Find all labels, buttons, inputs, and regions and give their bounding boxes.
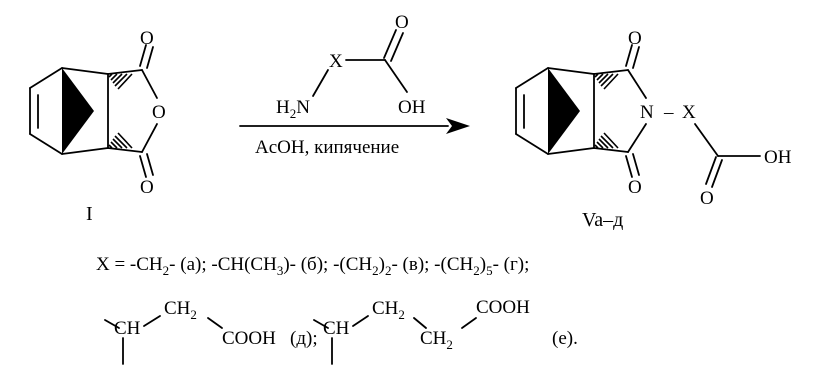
imide-x-c-bond <box>694 123 719 157</box>
option-d-ch2: CH2 <box>164 298 197 322</box>
subst-part-2: - (а); -CH(CH <box>169 254 277 275</box>
option-d-left-tick <box>104 319 120 329</box>
anhydride-carbonyl-oxygen-bottom: O <box>140 177 154 198</box>
imide-acid-carbonyl-a <box>705 156 717 185</box>
subst-sub-4: 2 <box>385 263 392 278</box>
subst-part-3: )- (б); -(CH <box>283 254 372 275</box>
anhydride-hashed-bonds <box>108 73 133 149</box>
imide-carbonyl-oxygen-top: O <box>628 28 642 49</box>
reagent-hydroxyl: OH <box>398 97 426 118</box>
option-e-ch2-a-subscript: 2 <box>398 307 405 322</box>
subst-part-4: ) <box>379 254 385 275</box>
option-d-tag: (д); <box>290 328 318 349</box>
option-d-ch: CH <box>114 318 141 339</box>
option-e-ch-ch2-bond <box>352 315 369 327</box>
anhydride-structure: O O O I <box>29 28 166 225</box>
subst-sub-1: 2 <box>163 263 170 278</box>
imide-compound-label: Va–д <box>582 209 623 231</box>
option-d-ch2-subscript: 2 <box>190 307 197 322</box>
imide-x-label: X <box>682 102 696 123</box>
substituent-option-e: CH CH2 CH2 COOH (е). <box>313 297 578 365</box>
option-e-ch2-b-subscript: 2 <box>446 337 453 352</box>
reagent-carbonyl-bond-a <box>383 29 397 59</box>
imide-acid-carbonyl-b <box>711 159 723 188</box>
option-d-ch-ch2-bond <box>143 315 161 327</box>
option-e-ch2-a-text: CH <box>372 298 399 319</box>
substituent-definitions: X = -CH2- (а); -CH(CH3)- (б); -(CH2)2- (… <box>96 254 529 278</box>
anhydride-bridge-wedge <box>62 68 94 154</box>
option-e-cooh: COOH <box>476 297 530 318</box>
subst-part-7: - (г); <box>493 254 530 275</box>
option-e-ch2-a: CH2 <box>372 298 405 322</box>
reaction-arrow <box>239 118 470 134</box>
subst-sub-3: 2 <box>372 263 379 278</box>
reagent-c-oh-bond <box>384 59 408 93</box>
anhydride-compound-label: I <box>86 203 93 225</box>
imide-carbonyl-oxygen-bottom: O <box>628 177 642 198</box>
anhydride-skeleton-bonds <box>29 67 109 155</box>
subst-sub-5: 2 <box>473 263 480 278</box>
imide-n-x-dash: – <box>663 102 674 123</box>
anhydride-ring-oxygen: O <box>152 102 166 123</box>
subst-sub-6: 5 <box>486 263 493 278</box>
option-d-ch2-text: CH <box>164 298 191 319</box>
anhydride-carbonyl-oxygen-top: O <box>140 28 154 49</box>
option-e-ch2-ch2-bond <box>413 317 427 329</box>
subst-part-1: X = -CH <box>96 254 163 275</box>
imide-acid-oxygen: O <box>700 188 714 209</box>
reaction-conditions: AcOH, кипячение <box>255 137 399 158</box>
imide-bridge-wedge <box>548 68 580 154</box>
reagent-carbonyl-oxygen: O <box>395 12 409 33</box>
option-e-left-tick <box>313 319 329 329</box>
reagent-h-subscript: 2 <box>290 106 297 121</box>
reagent-amine-group: H2N <box>276 97 310 121</box>
reagent-n-x-bond <box>312 69 329 97</box>
option-e-ch2-cooh-bond <box>461 317 477 329</box>
amino-acid-reagent: X H2N O OH <box>276 12 426 121</box>
reagent-x-label: X <box>329 51 343 72</box>
option-e-tag: (е). <box>552 328 578 349</box>
option-e-ch2-b-text: CH <box>420 328 447 349</box>
imide-hashed-bonds <box>594 73 619 149</box>
imide-skeleton-bonds <box>515 67 595 155</box>
imide-nitrogen: N <box>640 102 654 123</box>
reagent-carbonyl-bond-b <box>390 32 404 62</box>
reagent-h: H <box>276 97 290 118</box>
substituent-option-d: CH CH2 COOH (д); <box>104 298 318 365</box>
arrow-head <box>446 118 470 134</box>
imide-structure: O N – X O O OH Va–д <box>515 28 792 231</box>
option-d-cooh: COOH <box>222 328 276 349</box>
subst-part-6: ) <box>480 254 486 275</box>
anhydride-ring-bonds <box>107 44 158 178</box>
option-e-ch2-b: CH2 <box>420 328 453 352</box>
subst-part-5: - (в); -(CH <box>391 254 473 275</box>
option-d-ch2-cooh-bond <box>207 317 223 329</box>
subst-sub-2: 3 <box>277 263 284 278</box>
imide-ring-bonds <box>593 44 647 178</box>
imide-hydroxyl: OH <box>764 147 792 168</box>
option-e-ch: CH <box>323 318 350 339</box>
reagent-n: N <box>296 97 310 118</box>
